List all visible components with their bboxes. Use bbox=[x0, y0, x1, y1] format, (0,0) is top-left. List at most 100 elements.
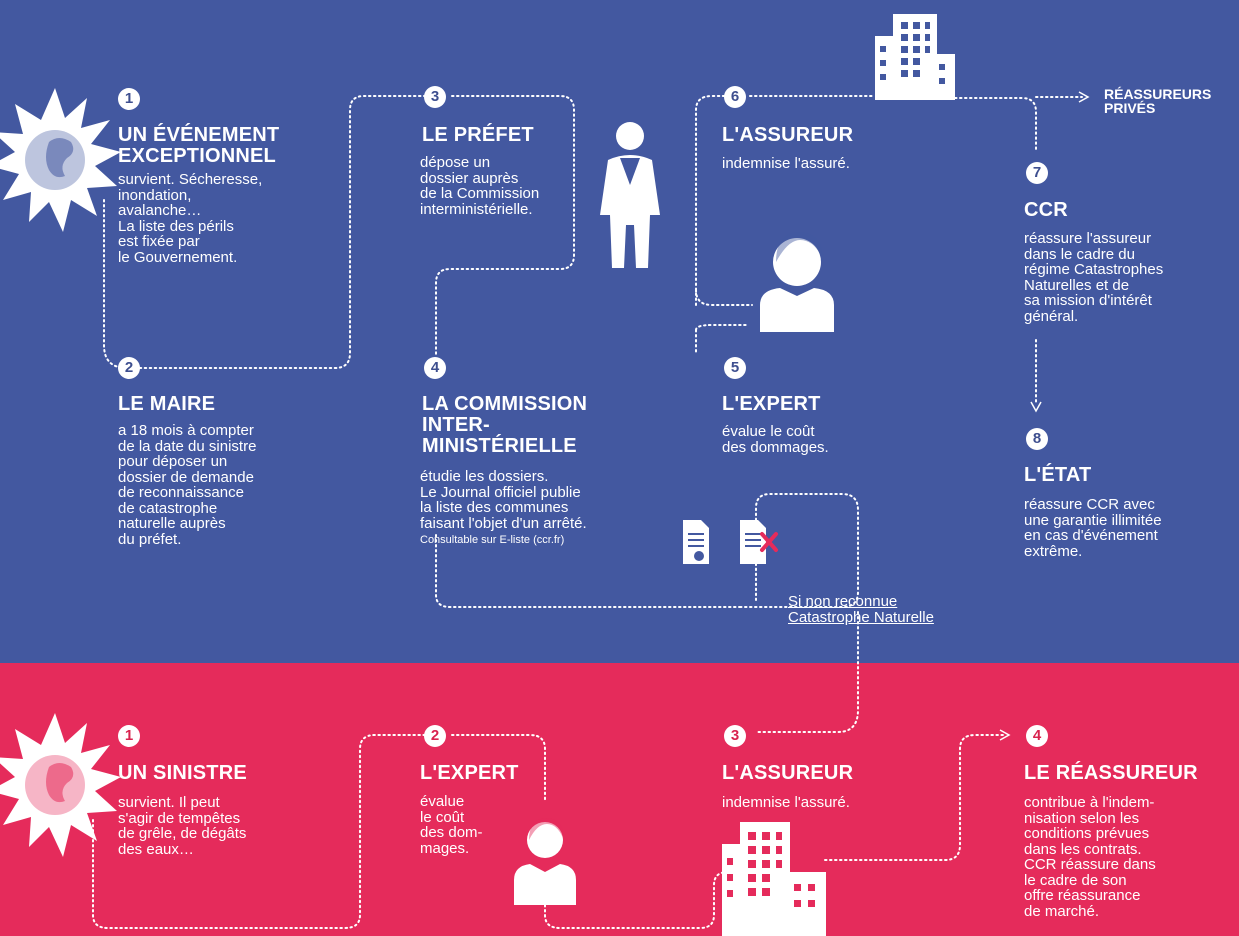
arrow-right-icon bbox=[1078, 91, 1090, 103]
person-icon bbox=[760, 232, 834, 332]
label-line: RÉASSUREURS bbox=[1104, 86, 1212, 102]
step-title: LA COMMISSION INTER- MINISTÉRIELLE bbox=[422, 394, 587, 457]
step-title-line: UN ÉVÉNEMENT bbox=[118, 124, 280, 146]
description-line: de marché. bbox=[1024, 902, 1100, 920]
step-title-line: L'ASSUREUR bbox=[722, 762, 854, 784]
description-line: indemnise l'assuré. bbox=[722, 794, 850, 811]
description-line: conditions prévues bbox=[1024, 825, 1150, 842]
insurer-building-icon bbox=[875, 14, 955, 100]
description-line: contribue à l'indem- bbox=[1024, 794, 1155, 811]
note-line: Si non reconnue bbox=[788, 593, 898, 610]
step-number-badge: 2 bbox=[118, 357, 140, 379]
dotted-connectors bbox=[92, 95, 1083, 929]
connector-m3-m4 bbox=[824, 734, 1006, 861]
connector-5-6a bbox=[695, 324, 749, 331]
description-line: dossier de demande bbox=[118, 468, 254, 486]
step-title: LE PRÉFET bbox=[422, 125, 534, 146]
description-line: la liste des communes bbox=[420, 499, 569, 516]
claim-burst-icon bbox=[0, 713, 121, 857]
description-line: avalanche… bbox=[118, 202, 202, 219]
description-line: le coût bbox=[420, 808, 465, 826]
description-line: de grêle, de dégâts bbox=[118, 825, 247, 842]
description-line: dans le cadre du bbox=[1024, 245, 1135, 263]
description-line: pour déposer un bbox=[118, 453, 228, 470]
step-description: dépose un dossier auprès de la Commissio… bbox=[420, 155, 539, 217]
rejected-document-icon bbox=[740, 520, 778, 564]
description-line: étudie les dossiers. bbox=[420, 468, 549, 485]
step-description: réassure CCR avec une garantie illimitée… bbox=[1024, 497, 1162, 559]
description-line: interministérielle. bbox=[420, 200, 533, 218]
step-title: L'ASSUREUR bbox=[722, 125, 853, 146]
description-line: offre réassurance bbox=[1024, 887, 1141, 904]
description-line: des dommages. bbox=[722, 438, 829, 456]
step-title: LE RÉASSUREUR bbox=[1024, 763, 1198, 784]
step-number-badge: 1 bbox=[118, 725, 140, 747]
description-line: le cadre de son bbox=[1024, 871, 1127, 889]
market-panel bbox=[0, 663, 1239, 936]
step-number-badge: 4 bbox=[1026, 725, 1048, 747]
description-line: dossier auprès bbox=[420, 169, 519, 187]
connector-m2-expert bbox=[451, 734, 546, 801]
description-line: réassure CCR avec bbox=[1024, 496, 1155, 513]
step-number-badge: 5 bbox=[724, 357, 746, 379]
step-title: UN SINISTRE bbox=[118, 763, 247, 784]
description-line: naturelle auprès bbox=[118, 515, 226, 532]
step-title-line: LE PRÉFET bbox=[422, 124, 534, 146]
description-line: des eaux… bbox=[118, 840, 194, 858]
description-line: des dom- bbox=[420, 824, 483, 841]
step-description: évalue le coût des dommages. bbox=[722, 424, 829, 455]
connector-reject-loop bbox=[739, 493, 859, 608]
connector-m1-m2 bbox=[92, 734, 425, 929]
step-description: a 18 mois à compter de la date du sinist… bbox=[118, 423, 256, 547]
description-line: de catastrophe bbox=[118, 499, 218, 517]
step-title-line: EXCEPTIONNEL bbox=[118, 145, 276, 167]
description-line: survient. Sécheresse, bbox=[118, 171, 263, 188]
step-title: CCR bbox=[1024, 200, 1068, 221]
description-line: le Gouvernement. bbox=[118, 248, 238, 266]
note-line: Catastrophe Naturelle bbox=[788, 609, 934, 626]
arrow-right-icon bbox=[999, 729, 1011, 741]
step-number-badge: 2 bbox=[424, 725, 446, 747]
step-title-line: L'EXPERT bbox=[420, 762, 519, 784]
step-number-badge: 7 bbox=[1026, 162, 1048, 184]
step-number-badge: 4 bbox=[424, 357, 446, 379]
description-line: faisant l'objet d'un arrêté. bbox=[420, 514, 587, 532]
connector-expert-link bbox=[695, 289, 753, 306]
description-line: dans les contrats. bbox=[1024, 840, 1142, 858]
e-liste-note: Consultable sur E-liste (ccr.fr) bbox=[420, 534, 565, 546]
connector-6-start bbox=[695, 95, 725, 306]
description-line: de la Commission bbox=[420, 185, 540, 202]
insurer-building-icon bbox=[722, 822, 826, 936]
prefect-icon bbox=[600, 122, 660, 268]
step-description: réassure l'assureur dans le cadre du rég… bbox=[1024, 231, 1163, 324]
description-line: de reconnaissance bbox=[118, 484, 244, 501]
label-line: PRIVÉS bbox=[1104, 100, 1156, 116]
expert-person-icon bbox=[514, 818, 576, 905]
description-line: dépose un bbox=[420, 154, 491, 171]
step-title-line: LE MAIRE bbox=[118, 393, 216, 415]
description-line: La liste des périls bbox=[118, 217, 234, 235]
connector-3-4 bbox=[435, 95, 575, 356]
step-title: LE MAIRE bbox=[118, 394, 215, 415]
private-reinsurers-label: RÉASSUREURS PRIVÉS bbox=[1104, 87, 1211, 115]
step-description: indemnise l'assuré. bbox=[722, 156, 850, 172]
step-number-badge: 1 bbox=[118, 88, 140, 110]
catnat-panel bbox=[0, 0, 1239, 663]
step-description: contribue à l'indem- nisation selon les … bbox=[1024, 795, 1156, 919]
description-line: est fixée par bbox=[118, 233, 200, 250]
step-title-line: LA COMMISSION bbox=[422, 393, 588, 415]
description-line: en cas d'événement bbox=[1024, 527, 1158, 544]
description-line: nisation selon les bbox=[1024, 809, 1140, 827]
description-line: Le Journal officiel publie bbox=[420, 483, 581, 501]
step-title: L'ASSUREUR bbox=[722, 763, 853, 784]
step-title-line: LE RÉASSUREUR bbox=[1024, 762, 1198, 784]
description-line: a 18 mois à compter bbox=[118, 422, 254, 439]
step-title: L'EXPERT bbox=[722, 394, 821, 415]
approved-document-icon bbox=[683, 520, 709, 564]
event-burst-icon bbox=[0, 88, 121, 232]
description-line: s'agir de tempêtes bbox=[118, 809, 241, 827]
connector-reject-market bbox=[755, 611, 859, 733]
step-number-badge: 3 bbox=[424, 86, 446, 108]
description-line: du préfet. bbox=[118, 530, 182, 548]
